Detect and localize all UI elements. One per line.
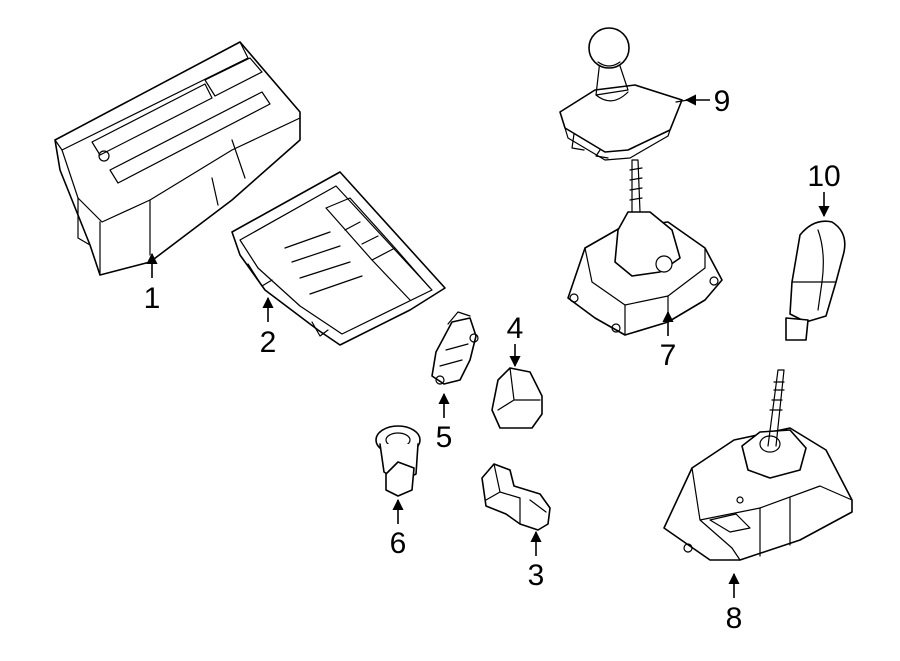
part-6-bushing xyxy=(375,425,421,497)
callout-7: 7 xyxy=(660,339,677,372)
callout-3: 3 xyxy=(528,559,545,592)
callout-9: 9 xyxy=(714,85,731,118)
part-3-connector-plug xyxy=(481,463,551,531)
callout-8: 8 xyxy=(726,602,743,635)
part-1-console-housing xyxy=(54,41,301,276)
part-2-trim-panel xyxy=(231,171,446,346)
callout-1: 1 xyxy=(144,282,161,315)
part-5-connector xyxy=(431,311,479,385)
callout-2: 2 xyxy=(260,326,277,359)
part-10-gear-knob xyxy=(785,220,846,341)
callout-leaders xyxy=(146,94,830,598)
callout-5: 5 xyxy=(436,421,453,454)
part-8-shifter-base xyxy=(663,369,853,561)
callout-labels: 1 2 3 4 5 6 7 8 9 10 xyxy=(144,85,841,635)
callout-4: 4 xyxy=(507,312,524,345)
part-7-shifter-assembly xyxy=(567,159,723,336)
part-9-shift-boot xyxy=(559,27,689,161)
part-4-sensor xyxy=(491,367,543,429)
callout-6: 6 xyxy=(390,527,407,560)
callout-10: 10 xyxy=(807,160,840,193)
